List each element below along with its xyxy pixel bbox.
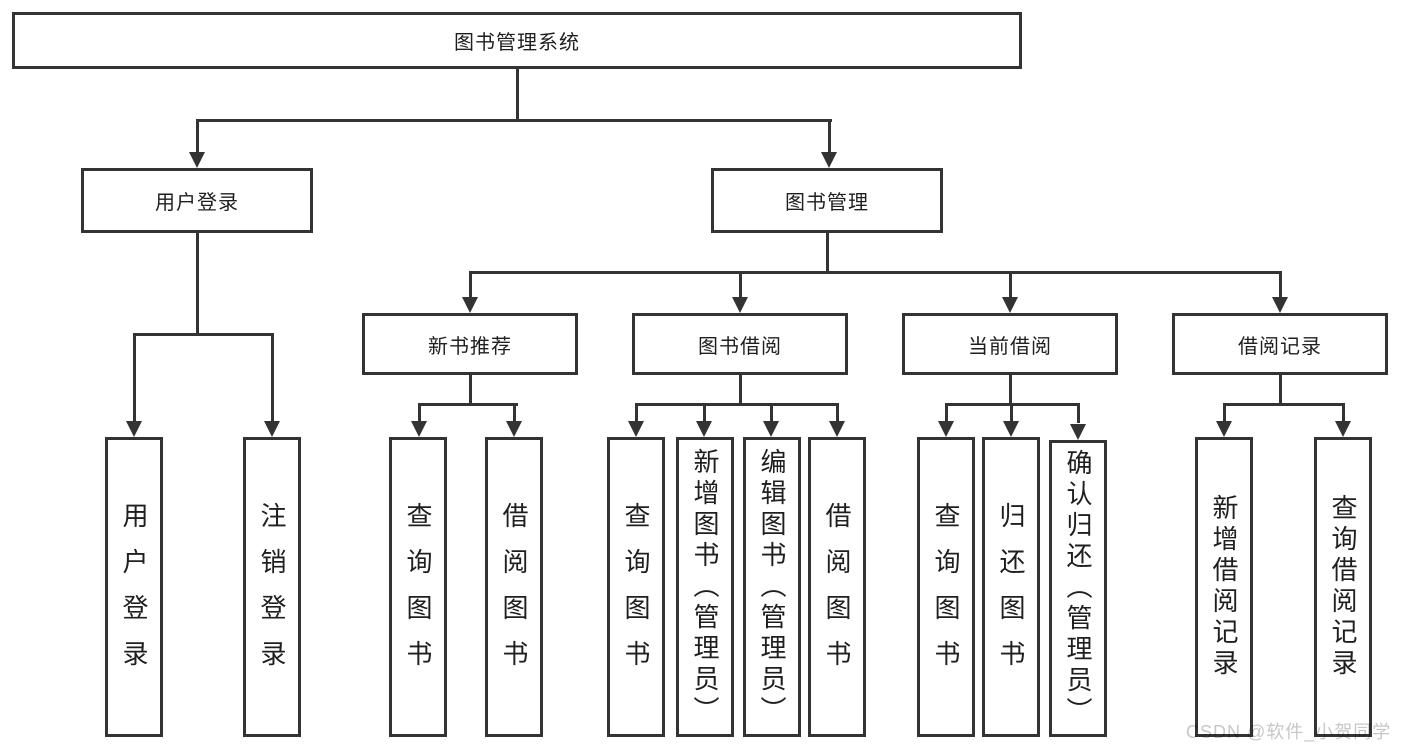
connector-line xyxy=(418,403,518,406)
connector-line xyxy=(271,335,274,423)
leaf-edit-books-admin-label: 编辑图书（管理员） xyxy=(757,447,787,727)
arrowhead-down-icon xyxy=(732,297,748,313)
borrowing-records-box: 借阅记录 xyxy=(1172,313,1388,375)
arrowhead-down-icon xyxy=(1003,421,1019,437)
leaf-add-books-admin-label: 新增图书（管理员） xyxy=(690,447,720,727)
leaf-borrow-books-recommend-label: 借阅图书 xyxy=(499,502,529,686)
connector-line xyxy=(635,403,839,406)
leaf-query-borrow-record-box: 查询借阅记录 xyxy=(1314,437,1372,737)
book-borrowing-box: 图书借阅 xyxy=(632,313,848,375)
connector-line xyxy=(1223,403,1345,406)
connector-line xyxy=(196,233,199,335)
connector-line xyxy=(1342,405,1345,423)
connector-line xyxy=(945,403,1080,406)
arrowhead-down-icon xyxy=(264,421,280,437)
leaf-logout-box: 注销登录 xyxy=(243,437,301,737)
arrowhead-down-icon xyxy=(938,421,954,437)
leaf-query-books-current-label: 查询图书 xyxy=(931,502,961,686)
connector-line xyxy=(1223,405,1226,423)
current-borrowing-label: 当前借阅 xyxy=(968,335,1052,358)
leaf-confirm-return-admin-label: 确认归还（管理员） xyxy=(1063,449,1093,728)
connector-line xyxy=(836,405,839,423)
connector-line xyxy=(635,405,638,423)
new-book-recommend-box: 新书推荐 xyxy=(362,313,578,375)
connector-line xyxy=(703,405,706,423)
connector-line xyxy=(945,405,948,423)
arrowhead-down-icon xyxy=(126,421,142,437)
arrowhead-down-icon xyxy=(411,421,427,437)
leaf-add-books-admin-box: 新增图书（管理员） xyxy=(676,437,734,737)
leaf-confirm-return-admin-box: 确认归还（管理员） xyxy=(1049,440,1107,737)
leaf-query-books-current-box: 查询图书 xyxy=(917,437,975,737)
book-management-box: 图书管理 xyxy=(711,168,943,233)
arrowhead-down-icon xyxy=(763,421,779,437)
arrowhead-down-icon xyxy=(1216,421,1232,437)
arrowhead-down-icon xyxy=(506,421,522,437)
connector-line xyxy=(513,405,516,423)
current-borrowing-box: 当前借阅 xyxy=(902,313,1118,375)
connector-line xyxy=(1279,273,1282,299)
leaf-return-books-label: 归还图书 xyxy=(996,502,1026,686)
connector-line xyxy=(1009,375,1012,405)
leaf-query-books-recommend-label: 查询图书 xyxy=(403,502,433,686)
arrowhead-down-icon xyxy=(821,152,837,168)
connector-line xyxy=(739,273,742,299)
arrowhead-down-icon xyxy=(829,421,845,437)
arrowhead-down-icon xyxy=(462,297,478,313)
root-box: 图书管理系统 xyxy=(12,12,1022,69)
leaf-add-borrow-record-box: 新增借阅记录 xyxy=(1195,437,1253,737)
connector-line xyxy=(826,233,829,273)
connector-line xyxy=(1009,273,1012,299)
leaf-user-login-box: 用户登录 xyxy=(105,437,163,737)
connector-line xyxy=(1077,405,1080,423)
user-login-group-label: 用户登录 xyxy=(155,192,239,214)
leaf-query-books-borrow-label: 查询图书 xyxy=(621,502,651,686)
leaf-edit-books-admin-box: 编辑图书（管理员） xyxy=(743,437,801,737)
book-management-label: 图书管理 xyxy=(785,192,869,214)
connector-line xyxy=(469,375,472,405)
leaf-query-books-recommend-box: 查询图书 xyxy=(389,437,447,737)
connector-line xyxy=(196,119,832,122)
arrowhead-down-icon xyxy=(1070,424,1086,440)
new-book-recommend-label: 新书推荐 xyxy=(428,335,512,358)
arrowhead-down-icon xyxy=(1335,421,1351,437)
connector-line xyxy=(1279,375,1282,405)
user-login-group-box: 用户登录 xyxy=(81,168,313,233)
leaf-borrow-books-borrow-label: 借阅图书 xyxy=(822,502,852,686)
connector-line xyxy=(516,68,519,121)
leaf-add-borrow-record-label: 新增借阅记录 xyxy=(1209,494,1239,680)
connector-line xyxy=(828,120,831,154)
leaf-user-login-label: 用户登录 xyxy=(119,502,149,686)
arrowhead-down-icon xyxy=(1272,297,1288,313)
connector-line xyxy=(1010,405,1013,423)
connector-line xyxy=(196,120,199,154)
root-label: 图书管理系统 xyxy=(454,32,580,54)
leaf-borrow-books-borrow-box: 借阅图书 xyxy=(808,437,866,737)
connector-line xyxy=(469,273,472,299)
book-borrowing-label: 图书借阅 xyxy=(698,335,782,358)
arrowhead-down-icon xyxy=(1002,297,1018,313)
connector-line xyxy=(133,335,136,423)
connector-line xyxy=(418,405,421,423)
arrowhead-down-icon xyxy=(696,421,712,437)
connector-line xyxy=(469,271,1282,274)
leaf-query-books-borrow-box: 查询图书 xyxy=(607,437,665,737)
leaf-borrow-books-recommend-box: 借阅图书 xyxy=(485,437,543,737)
connector-line xyxy=(739,375,742,405)
arrowhead-down-icon xyxy=(628,421,644,437)
arrowhead-down-icon xyxy=(189,152,205,168)
leaf-logout-label: 注销登录 xyxy=(257,502,287,686)
leaf-query-borrow-record-label: 查询借阅记录 xyxy=(1328,494,1358,680)
connector-line xyxy=(133,333,274,336)
leaf-return-books-box: 归还图书 xyxy=(982,437,1040,737)
borrowing-records-label: 借阅记录 xyxy=(1238,335,1322,358)
connector-line xyxy=(770,405,773,423)
csdn-watermark: CSDN @软件_小贺同学 xyxy=(1186,722,1392,742)
